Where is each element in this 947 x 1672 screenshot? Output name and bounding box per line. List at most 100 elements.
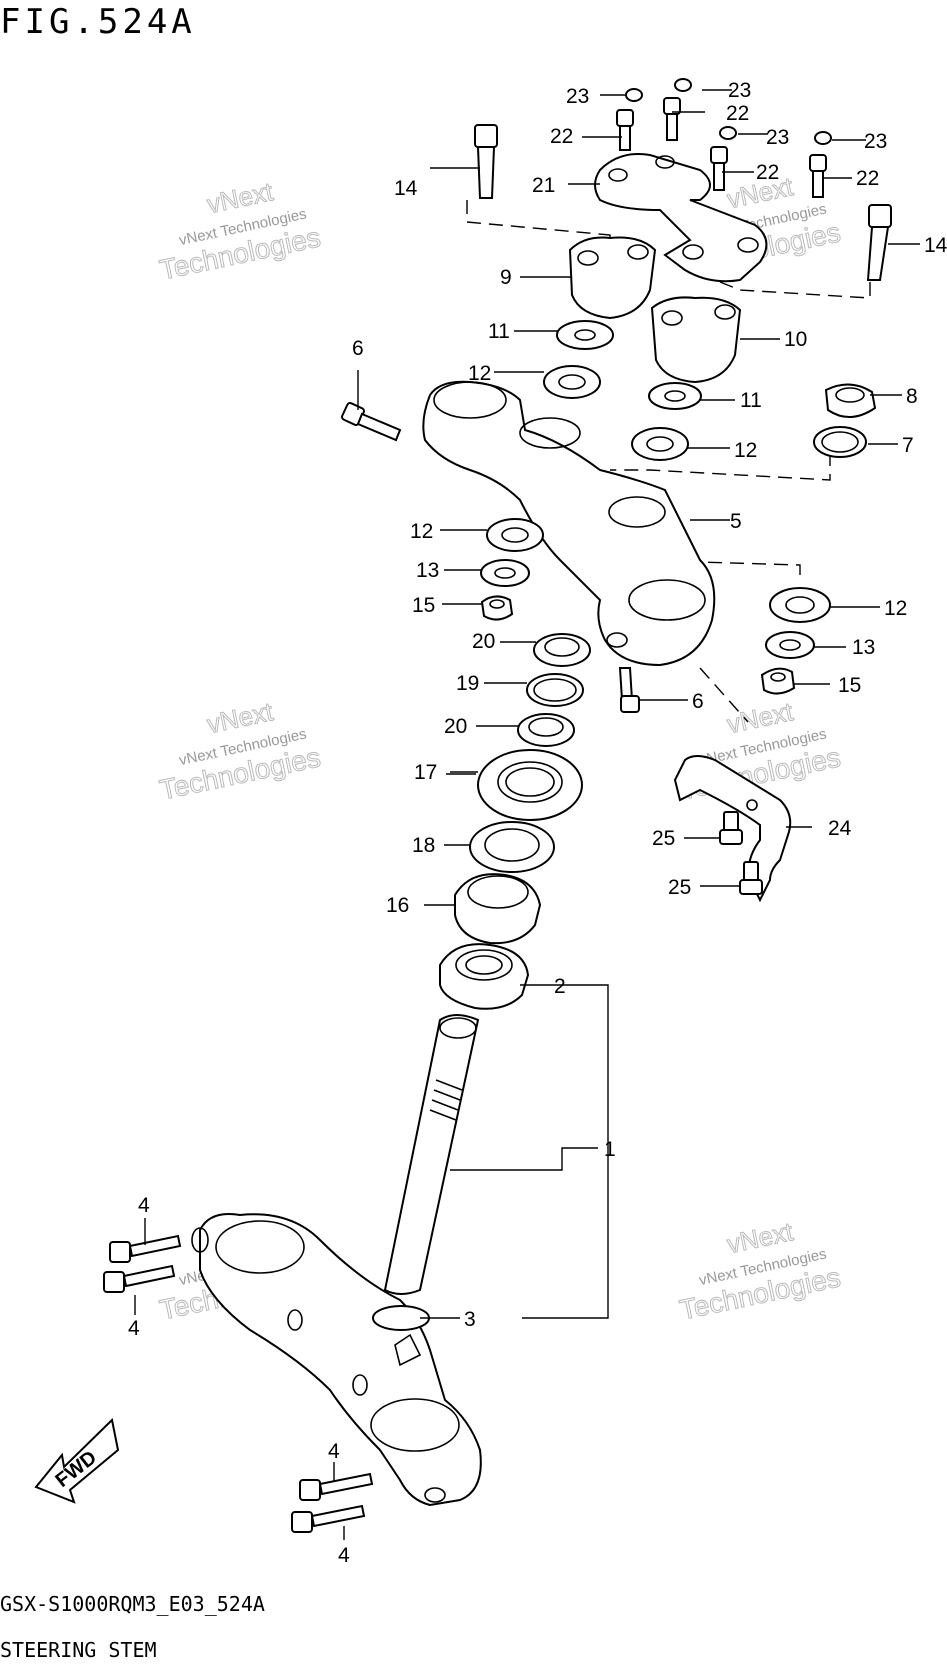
assembly-line-7: [610, 452, 831, 481]
callout-4: 4: [338, 1544, 350, 1567]
part-14-bolt-right: [866, 204, 892, 281]
part-15-nut-a: [480, 595, 514, 621]
part-1-steering-stem: [191, 1014, 482, 1507]
callout-14: 14: [924, 234, 947, 257]
part-13-washer-a: [480, 559, 530, 587]
callout-11: 11: [740, 389, 762, 412]
part-11-washer-b: [648, 382, 702, 410]
part-24-bracket: [673, 755, 792, 903]
callout-20: 20: [472, 630, 495, 653]
part-12-washer-d: [769, 587, 831, 623]
callout-22: 22: [726, 102, 749, 125]
callout-11: 11: [488, 320, 510, 343]
part-4-bolt-c: [299, 1472, 374, 1501]
callout-3: 3: [464, 1308, 476, 1331]
part-6-bolt-lower: [618, 667, 640, 713]
callout-4: 4: [138, 1194, 150, 1217]
callout-22: 22: [756, 161, 779, 184]
callout-14: 14: [394, 177, 418, 200]
watermark-3: vNext Technologies vNext Technologies: [156, 696, 323, 807]
callout-13: 13: [852, 636, 875, 659]
part-4-bolt-a: [109, 1234, 182, 1263]
part-4-bolt-b: [103, 1264, 176, 1293]
part-2-bearing-lower: [439, 943, 530, 1010]
part-8-stem-nut: [824, 383, 877, 418]
callout-23: 23: [864, 130, 887, 153]
part-15-nut-b: [760, 667, 796, 695]
part-12-washer-b: [631, 427, 689, 461]
part-22-bolt-b: [663, 97, 681, 141]
assembly-line-12: [619, 539, 801, 575]
part-7-washer: [813, 426, 867, 458]
part-23-cap-a: [625, 88, 643, 102]
part-12-washer-a: [543, 365, 601, 399]
callout-22: 22: [550, 125, 573, 148]
part-6-bolt-upper: [341, 402, 402, 442]
callout-7: 7: [902, 434, 914, 457]
callout-20: 20: [444, 715, 467, 738]
callout-24: 24: [828, 817, 852, 840]
callout-4: 4: [128, 1317, 140, 1340]
part-13-washer-b: [765, 631, 815, 659]
assembly-line-14-left: [466, 200, 611, 255]
callout-12: 12: [884, 597, 907, 620]
part-14-bolt-left: [474, 124, 498, 199]
callout-12: 12: [410, 520, 433, 543]
callout-1: 1: [604, 1138, 616, 1161]
callout-5: 5: [730, 510, 742, 533]
part-22-bolt-d: [809, 154, 827, 198]
callout-23: 23: [728, 79, 751, 102]
part-16-bearing-upper: [454, 873, 542, 945]
callout-9: 9: [500, 266, 512, 289]
callout-17: 17: [414, 761, 437, 784]
assembly-line-6: [699, 667, 749, 723]
figure-code: GSX-S1000RQM3_E03_524A: [0, 1592, 265, 1616]
watermark-1: vNext Technologies vNext Technologies: [156, 176, 323, 287]
part-23-cap-d: [814, 131, 832, 145]
callout-10: 10: [784, 328, 807, 351]
callout-labels: 23 23 23 23 22 22 22 22 14 14 21 9 11 10…: [128, 79, 947, 1567]
assembly-line-14-right: [719, 281, 871, 299]
part-10-holder-lower: [650, 296, 742, 384]
callout-22: 22: [856, 167, 879, 190]
callout-21: 21: [532, 174, 555, 197]
figure-name: STEERING STEM: [0, 1638, 157, 1662]
part-25-bolt-b: [739, 861, 763, 895]
callout-4: 4: [328, 1440, 340, 1463]
callout-15: 15: [412, 594, 435, 617]
part-11-washer-a: [556, 320, 614, 350]
fwd-arrow: FWD: [34, 1417, 120, 1504]
callout-8: 8: [906, 385, 918, 408]
callout-25: 25: [652, 827, 675, 850]
part-20-lock-nut-a: [533, 633, 591, 667]
part-23-cap-c: [719, 126, 737, 140]
callout-23: 23: [766, 126, 789, 149]
part-18-washer: [469, 821, 555, 873]
callout-16: 16: [386, 894, 409, 917]
figure-title: FIG.524A: [0, 2, 196, 42]
part-22-bolt-a: [616, 109, 634, 151]
leader-lines: [134, 89, 920, 1540]
part-20-lock-nut-b: [517, 713, 575, 747]
callout-12: 12: [468, 362, 491, 385]
part-5-upper-bracket: [422, 380, 716, 667]
part-9-holder-lower: [568, 236, 657, 320]
part-17-dust-seal: [477, 749, 583, 821]
part-12-washer-c: [486, 518, 544, 552]
part-25-bolt-a: [719, 811, 743, 845]
callout-19: 19: [456, 672, 479, 695]
callout-25: 25: [668, 876, 691, 899]
callout-23: 23: [566, 85, 589, 108]
part-21-holder-upper: [594, 153, 768, 283]
watermark-6: vNext Technologies vNext Technologies: [676, 1216, 843, 1327]
callout-15: 15: [838, 674, 861, 697]
part-19-washer: [526, 673, 584, 707]
callout-2: 2: [554, 975, 566, 998]
part-22-bolt-c: [710, 146, 728, 191]
callout-18: 18: [412, 834, 435, 857]
callout-13: 13: [416, 559, 439, 582]
callout-12: 12: [734, 439, 757, 462]
callout-6: 6: [692, 690, 704, 713]
part-4-bolt-d: [291, 1504, 366, 1533]
